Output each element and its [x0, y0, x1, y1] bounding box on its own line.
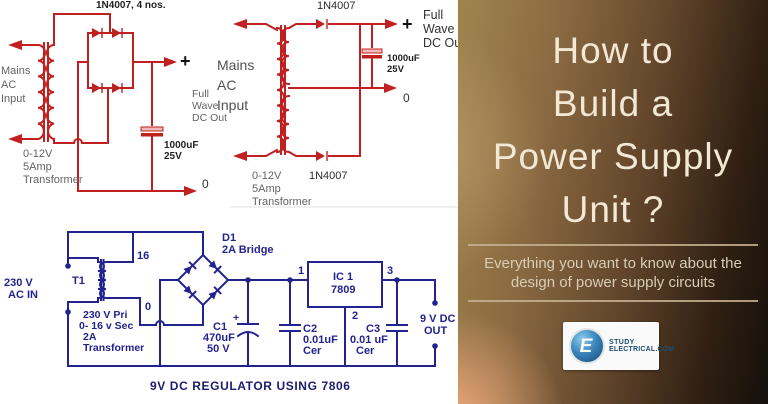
subtitle: Everything you want to know about the de… [458, 254, 768, 292]
svg-text:2A Bridge: 2A Bridge [222, 244, 274, 256]
ic-pin2-label: 2 [352, 310, 358, 322]
diode-icon [183, 260, 222, 300]
logo-text: STUDY ELECTRICAL.COM [609, 339, 674, 353]
svg-text:2A: 2A [83, 331, 97, 343]
t1-label: T1 [72, 275, 85, 287]
mains-label: Mains [1, 65, 31, 77]
zero-terminal-label: 0 [403, 91, 410, 105]
regulator-circuit: 230 V AC IN T1 16 0 230 V Pri 0- 16 v Se… [4, 231, 456, 393]
subtitle-line-1: Everything you want to know about the [484, 255, 742, 272]
fullwave-label: Full [192, 88, 209, 100]
ic-pin1-label: 1 [298, 265, 304, 277]
diode-icon [316, 151, 325, 161]
ac-in-label: 230 V [4, 277, 33, 289]
zero-terminal-label: 0 [202, 177, 209, 191]
svg-text:DC Out: DC Out [192, 112, 227, 124]
subtitle-line-2: design of power supply circuits [510, 274, 716, 291]
diode-icon [92, 28, 123, 93]
diode-icon [316, 19, 325, 29]
title-line-1: How to [552, 30, 674, 71]
svg-text:5Amp: 5Amp [252, 183, 281, 195]
svg-text:AC: AC [1, 79, 16, 91]
svg-text:50 V: 50 V [207, 343, 230, 355]
diode-label: 1N4007 [317, 0, 356, 12]
svg-text:Transformer: Transformer [252, 196, 312, 208]
divider-bottom [468, 300, 758, 302]
svg-text:Cer: Cer [356, 345, 375, 357]
c2-label: C2 [303, 323, 317, 335]
transformer-label: 230 V Pri [83, 309, 127, 321]
c1-label: C1 [213, 321, 227, 333]
center-tap-rectifier-circuit: 1N4007 Mains AC Input + Full Wave DC Out… [217, 0, 465, 208]
svg-text:Cer: Cer [303, 345, 322, 357]
title-line-2: Build a [552, 83, 674, 124]
schematic-area: 1N4007, 4 nos. Mains AC Input + Full Wav… [1, 0, 466, 393]
bridge-rectifier-circuit: 1N4007, 4 nos. Mains AC Input + Full Wav… [1, 0, 227, 196]
capacitor-icon [140, 126, 164, 132]
svg-text:AC: AC [217, 77, 236, 93]
logo-icon: E [569, 328, 605, 364]
c1-polarity-label: + [233, 312, 239, 324]
transformer-label: 0-12V [252, 170, 282, 182]
logo-text-study: STUDY [609, 339, 635, 346]
svg-text:Input: Input [217, 97, 248, 113]
cap-value-label: 1000uF [164, 140, 198, 151]
fullwave-label: Full [423, 8, 443, 22]
circuit-schematics: 1N4007, 4 nos. Mains AC Input + Full Wav… [1, 0, 465, 393]
capacitor-icon [386, 279, 408, 367]
logo-icon-letter: E [579, 335, 593, 357]
svg-text:0.01uF: 0.01uF [303, 334, 338, 346]
dc-out-label: 9 V DC [420, 313, 456, 325]
cap-value-label: 1000uF [387, 53, 420, 64]
title-line-4: Unit ? [561, 189, 665, 230]
svg-text:DC Out: DC Out [423, 36, 458, 50]
diode-note-label: 1N4007, 4 nos. [96, 0, 166, 11]
plus-terminal-label: + [402, 14, 413, 34]
diode-label: 1N4007 [309, 170, 348, 182]
svg-text:5Amp: 5Amp [23, 161, 52, 173]
plus-terminal-label: + [180, 51, 191, 71]
svg-text:0.01 uF: 0.01 uF [350, 334, 388, 346]
c3-label: C3 [366, 323, 380, 335]
divider-top [468, 244, 758, 246]
svg-text:AC IN: AC IN [8, 289, 38, 301]
ic-pin3-label: 3 [387, 265, 393, 277]
svg-text:7809: 7809 [331, 284, 355, 296]
svg-text:Wave: Wave [423, 22, 455, 36]
svg-text:Wave: Wave [192, 100, 219, 112]
title-line-3: Power Supply [492, 136, 734, 177]
pin16-label: 16 [137, 250, 149, 262]
main-title: How to Build a Power Supply Unit ? [458, 0, 768, 236]
svg-text:25V: 25V [387, 64, 405, 75]
capacitor-icon [361, 48, 383, 54]
svg-text:0- 16 v Sec: 0- 16 v Sec [79, 320, 133, 332]
svg-text:Input: Input [1, 93, 25, 105]
svg-text:Transformer: Transformer [23, 174, 83, 186]
circuit-caption: 9V DC REGULATOR USING 7806 [150, 379, 351, 393]
title-panel: How to Build a Power Supply Unit ? Every… [458, 0, 768, 404]
svg-text:Transformer: Transformer [83, 342, 144, 354]
svg-text:470uF: 470uF [203, 332, 235, 344]
mains-label: Mains [217, 57, 254, 73]
logo-text-electrical: ELECTRICAL.COM [609, 346, 675, 353]
capacitor-icon [279, 279, 301, 367]
svg-text:25V: 25V [164, 151, 182, 162]
svg-text:OUT: OUT [424, 325, 448, 337]
site-logo: E STUDY ELECTRICAL.COM [563, 322, 674, 370]
bridge-label: D1 [222, 232, 236, 244]
transformer-label: 0-12V [23, 148, 53, 160]
pin0-label: 0 [145, 301, 151, 313]
ic-name-label: IC 1 [333, 271, 353, 283]
